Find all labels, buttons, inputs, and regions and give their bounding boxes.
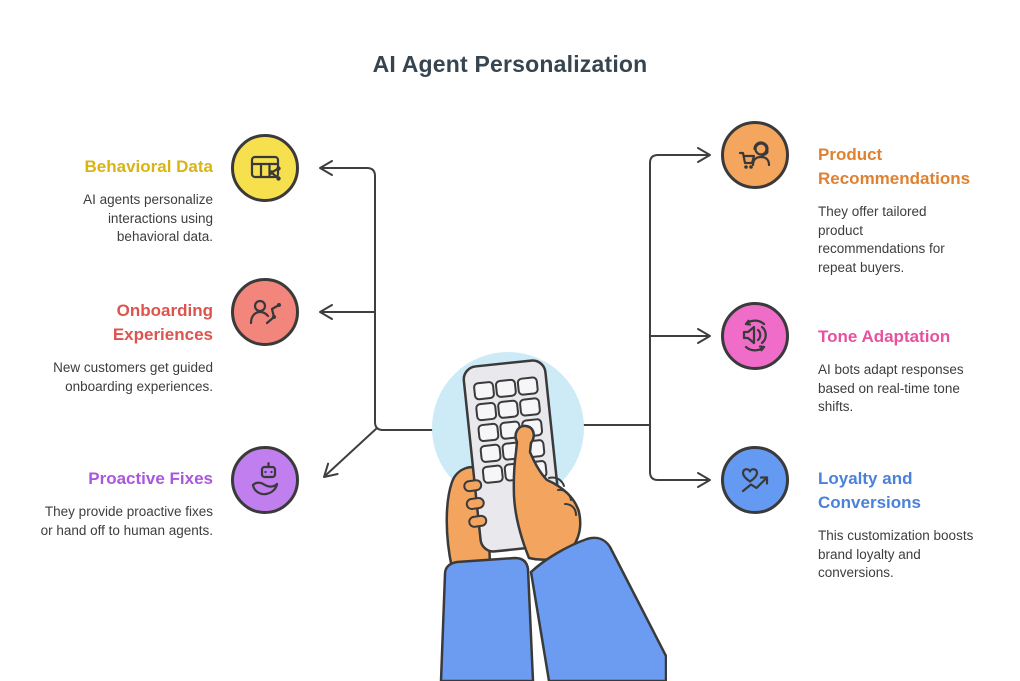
node-description: AI agents personalize interactions using…: [83, 192, 213, 244]
tone-adaptation-icon-circle: [721, 302, 789, 370]
connector-right-vertical: [649, 154, 709, 481]
page-title: AI Agent Personalization: [372, 51, 648, 77]
connector-left-top: [321, 167, 434, 431]
left-hand-fingertips: [463, 479, 488, 528]
node-description: They provide proactive fixes or hand off…: [40, 504, 213, 538]
agent-cart-icon: [738, 141, 771, 169]
node-title: Proactive Fixes: [88, 469, 213, 488]
connector-left-bottom: [325, 427, 378, 476]
tone-speaker-icon: [742, 319, 767, 352]
left-sleeve: [439, 556, 535, 681]
node-description: AI bots adapt responses based on real-ti…: [818, 362, 964, 414]
node-behavioral-data: Behavioral Data AI agents personalize in…: [45, 155, 213, 247]
behavioral-data-icon-circle: [231, 134, 299, 202]
heart-growth-icon: [741, 468, 769, 493]
arrowhead-left-top: [319, 160, 333, 176]
node-loyalty-and-conversions: Loyalty and Conversions This customizati…: [818, 467, 983, 583]
product-recommendations-icon-circle: [721, 121, 789, 189]
loyalty-and-conversions-icon-circle: [721, 446, 789, 514]
node-title: Tone Adaptation: [818, 327, 951, 346]
arrowhead-right-middle: [697, 328, 711, 344]
node-description: They offer tailored product recommendati…: [818, 204, 945, 275]
table-icon: [250, 155, 281, 181]
node-description: This customization boosts brand loyalty …: [818, 528, 974, 580]
right-sleeve: [529, 536, 667, 681]
node-tone-adaptation: Tone Adaptation AI bots adapt responses …: [818, 325, 990, 417]
node-onboarding-experiences: Onboarding Experiences New customers get…: [45, 299, 213, 396]
node-proactive-fixes: Proactive Fixes They provide proactive f…: [38, 467, 213, 540]
proactive-fixes-icon-circle: [231, 446, 299, 514]
right-hand-knuckles: [548, 476, 577, 516]
node-description: New customers get guided onboarding expe…: [53, 360, 213, 394]
arrowhead-left-bottom: [323, 462, 339, 478]
node-title: Product Recommendations: [818, 145, 971, 188]
node-product-recommendations: Product Recommendations They offer tailo…: [818, 143, 971, 277]
node-title: Loyalty and Conversions: [818, 469, 921, 512]
arrowhead-right-top: [697, 147, 711, 163]
hand-robot-icon: [251, 462, 279, 496]
node-title: Onboarding Experiences: [112, 301, 213, 344]
arrowhead-right-bottom: [697, 472, 711, 488]
hands-tapping-device-illustration: [432, 352, 667, 681]
arrowhead-left-middle: [319, 304, 333, 320]
user-journey-icon: [249, 299, 281, 325]
node-title: Behavioral Data: [84, 157, 214, 176]
onboarding-experiences-icon-circle: [231, 278, 299, 346]
